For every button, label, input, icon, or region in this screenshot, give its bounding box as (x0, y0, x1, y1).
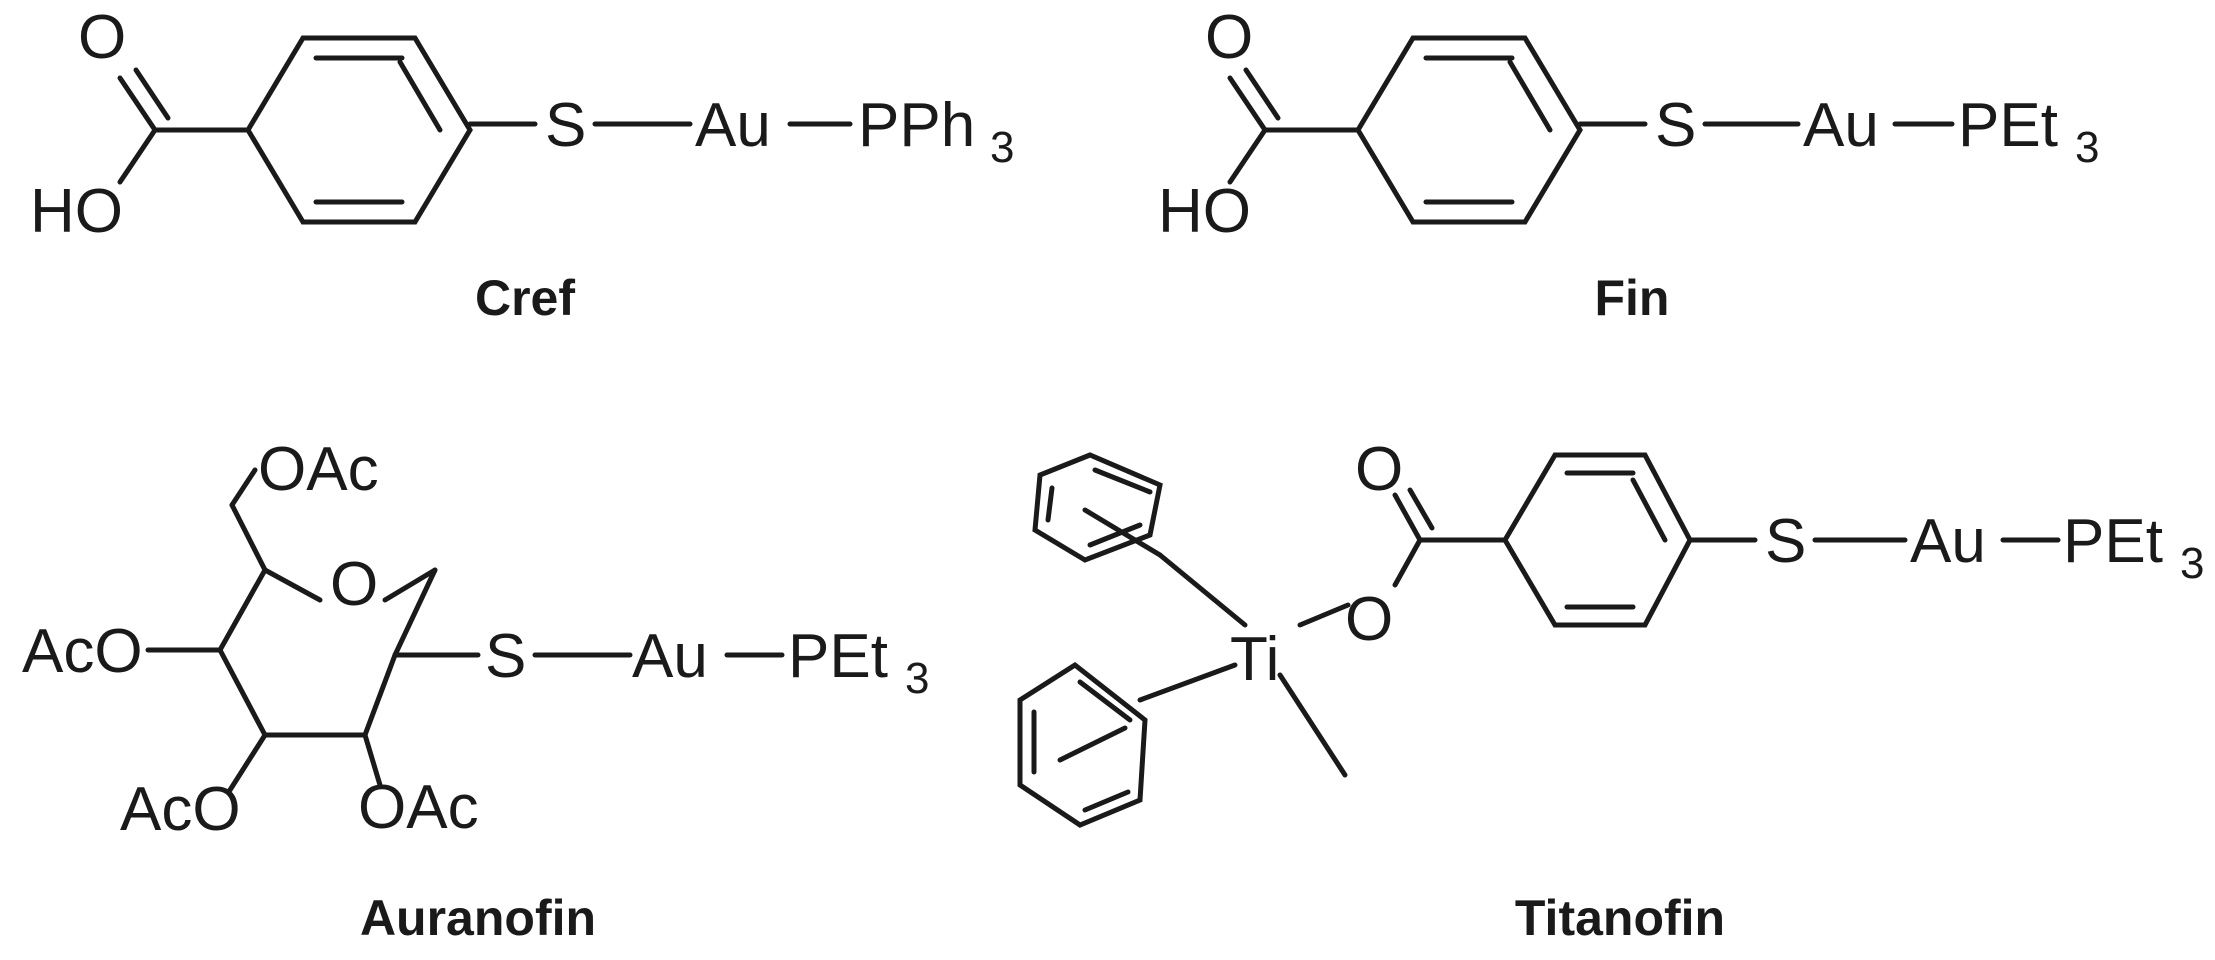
cref-phosphine: PPh (858, 91, 975, 160)
compound-fin: O HO S Au PEt 3 Fin (1158, 3, 2099, 326)
cref-name: Cref (475, 270, 575, 326)
compound-titanofin: O O Ti S Au PEt 3 Titanofin (1017, 435, 2204, 946)
auranofin-gold: Au (632, 622, 708, 691)
auranofin-oac-top: OAc (258, 435, 379, 504)
titanofin-bonds (1017, 452, 2061, 828)
cref-phosphine-subscript: 3 (990, 123, 1014, 172)
cref-gold: Au (695, 91, 771, 160)
fin-carbonyl-o: O (1205, 3, 1253, 72)
auranofin-oac-bottom: OAc (358, 773, 479, 842)
fin-gold: Au (1803, 91, 1879, 160)
auranofin-ring-oxygen: O (330, 550, 378, 619)
titanofin-ester-o: O (1345, 585, 1393, 654)
fin-phosphine-subscript: 3 (2075, 123, 2099, 172)
compound-auranofin: OAc O AcO AcO OAc S Au PEt 3 Auranofin (22, 435, 929, 946)
auranofin-phosphine-subscript: 3 (905, 654, 929, 703)
fin-sulfur: S (1655, 91, 1696, 160)
auranofin-bonds (145, 467, 785, 793)
cref-sulfur: S (545, 91, 586, 160)
titanofin-gold: Au (1910, 507, 1986, 576)
cref-bonds (117, 35, 853, 225)
auranofin-aco-bottom: AcO (120, 775, 241, 844)
fin-hydroxyl: HO (1158, 177, 1251, 246)
fin-phosphine: PEt (1958, 91, 2058, 160)
titanofin-carbonyl-o: O (1355, 435, 1403, 504)
auranofin-name: Auranofin (360, 890, 596, 946)
titanofin-name: Titanofin (1515, 890, 1725, 946)
auranofin-aco-left: AcO (22, 617, 143, 686)
fin-bonds (1227, 35, 1955, 225)
titanofin-titanium: Ti (1230, 625, 1279, 694)
titanofin-phosphine: PEt (2063, 507, 2163, 576)
auranofin-phosphine: PEt (788, 622, 888, 691)
cref-hydroxyl: HO (30, 177, 123, 246)
auranofin-sulfur: S (485, 622, 526, 691)
compound-cref: O HO S Au PPh 3 Cref (30, 3, 1014, 326)
titanofin-sulfur: S (1765, 507, 1806, 576)
cref-carbonyl-o: O (78, 3, 126, 72)
titanofin-phosphine-subscript: 3 (2180, 539, 2204, 588)
fin-name: Fin (1595, 270, 1670, 326)
